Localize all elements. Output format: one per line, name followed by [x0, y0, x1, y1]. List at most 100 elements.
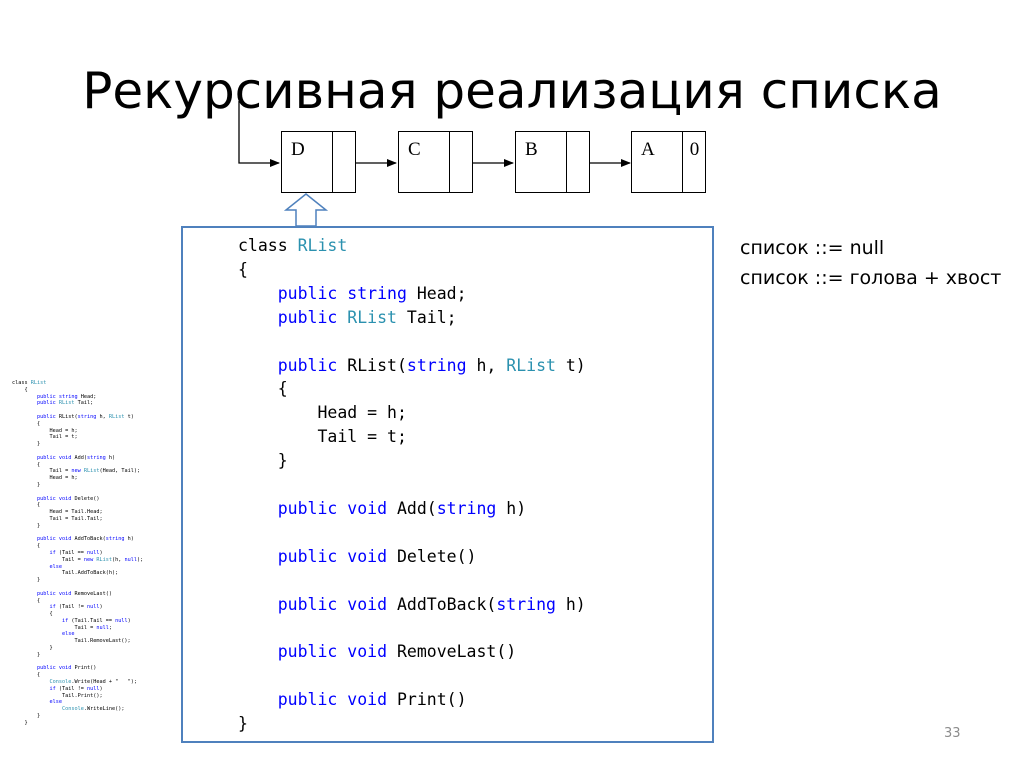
code-line: public RList Tail; — [238, 308, 457, 327]
full-code-thumbnail: class RList { public string Head; public… — [12, 380, 143, 727]
code-text: } — [12, 713, 41, 720]
code-text — [238, 690, 278, 709]
code-text — [238, 284, 278, 303]
code-text: { — [12, 543, 41, 550]
code-text: RList( — [337, 355, 407, 375]
type-token: RList — [30, 380, 47, 386]
keyword-token: public — [37, 590, 56, 597]
code-text — [12, 686, 49, 692]
code-line: } — [238, 714, 248, 733]
keyword-token: public — [277, 283, 338, 303]
keyword-token: public — [37, 495, 56, 502]
mini-code-line: Head = h; — [12, 427, 78, 434]
mini-code-line: public void Print() — [12, 665, 96, 671]
mini-code-line: Tail.AddToBack(h); — [12, 570, 118, 576]
code-text: RemoveLast() — [71, 590, 112, 597]
code-text — [12, 665, 37, 671]
code-text: h) — [555, 594, 586, 614]
keyword-token: string — [496, 594, 556, 614]
hollow-up-arrow — [283, 193, 329, 227]
code-text: } — [12, 481, 41, 488]
code-text — [337, 308, 347, 327]
list-node-b: B — [515, 131, 590, 193]
code-text: Delete() — [71, 495, 100, 502]
mini-code-line: Head = Tail.Head; — [12, 509, 102, 515]
code-text: AddToBack( — [71, 536, 106, 543]
code-text — [238, 642, 278, 661]
mini-code-line: public void Add(string h) — [12, 455, 115, 461]
code-text: { — [12, 420, 41, 427]
code-text — [12, 550, 49, 556]
code-text — [238, 308, 278, 327]
keyword-token: null — [86, 604, 100, 611]
keyword-token: else — [49, 563, 62, 570]
mini-code-line: { — [12, 598, 40, 604]
code-text: RemoveLast() — [387, 642, 517, 662]
mini-code-line: Tail.RemoveLast(); — [12, 638, 130, 644]
keyword-token: public — [277, 642, 338, 662]
code-text — [12, 394, 37, 400]
code-text: Head = h; — [12, 475, 78, 482]
keyword-token: null — [96, 624, 109, 631]
mini-code-line: if (Tail.Tail == null) — [12, 618, 131, 624]
keyword-token: public — [277, 355, 338, 375]
code-text: t) — [555, 355, 586, 375]
keyword-token: string — [77, 413, 97, 420]
keyword-token: void — [347, 498, 388, 518]
code-text: Head = h; — [12, 427, 78, 434]
type-token: RList — [506, 355, 556, 375]
mini-code-line: if (Tail != null) — [12, 604, 102, 611]
mini-code-line: Head = h; — [12, 475, 78, 482]
code-line: public string Head; — [238, 284, 467, 303]
code-line: Head = h; — [238, 403, 406, 422]
code-text: (h, — [111, 556, 125, 563]
code-text: { — [238, 379, 288, 399]
code-text: Tail = t; — [12, 434, 78, 441]
node-value: D — [282, 132, 333, 192]
code-text — [238, 356, 278, 375]
type-token: RList — [58, 400, 75, 407]
mini-code-line: else — [12, 699, 62, 705]
keyword-token: null — [124, 556, 137, 563]
mini-code-line: } — [12, 577, 40, 583]
code-text: Tail.Print(); — [12, 692, 103, 699]
node-value: C — [399, 132, 450, 192]
code-line: class RList — [238, 236, 347, 255]
code-text: Delete() — [387, 546, 477, 566]
code-text: } — [238, 451, 288, 471]
keyword-token: void — [58, 665, 72, 672]
keyword-token: else — [49, 699, 62, 706]
code-text: .WriteLine(); — [83, 706, 125, 713]
code-text: Add( — [71, 454, 87, 461]
keyword-token: public — [37, 454, 56, 461]
code-text: RList( — [55, 413, 78, 420]
code-text: h) — [105, 454, 116, 461]
mini-code-line: public void RemoveLast() — [12, 591, 112, 597]
code-text — [12, 591, 37, 597]
keyword-token: public — [277, 307, 338, 327]
mini-code-line: Console.WriteLine(); — [12, 706, 124, 712]
mini-code-line: else — [12, 631, 75, 637]
keyword-token: void — [347, 546, 388, 566]
type-token: RList — [108, 413, 125, 420]
keyword-token: public — [277, 690, 338, 710]
keyword-token: public — [277, 594, 338, 614]
code-text: { — [12, 611, 53, 618]
code-panel: class RList { public string Head; public… — [181, 226, 714, 743]
mini-code-line: Tail = null; — [12, 625, 112, 631]
code-text: } — [12, 522, 41, 529]
code-text: { — [12, 386, 28, 393]
mini-code-line: { — [12, 421, 40, 427]
code-line: { — [238, 379, 288, 398]
keyword-token: public — [277, 546, 338, 566]
mini-code-line: { — [12, 462, 40, 468]
list-node-c: C — [398, 131, 473, 193]
code-text — [12, 679, 49, 685]
keyword-token: string — [58, 393, 78, 400]
keyword-token: if — [61, 617, 69, 624]
code-text: Tail = — [12, 624, 97, 631]
mini-code-line: { — [12, 611, 53, 618]
code-text — [337, 595, 347, 614]
mini-code-line: public RList(string h, RList t) — [12, 414, 134, 420]
keyword-token: string — [347, 283, 407, 303]
